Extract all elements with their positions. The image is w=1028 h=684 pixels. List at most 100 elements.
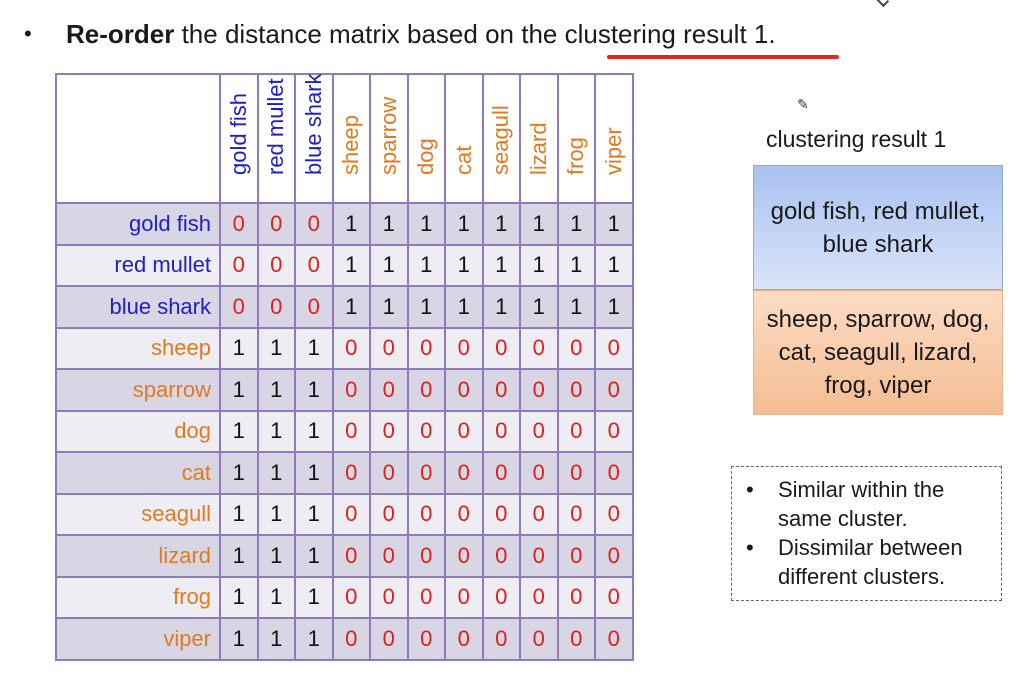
row-label: sheep [55,326,221,370]
matrix-cell: 1 [256,326,296,370]
matrix-cell: 0 [519,451,559,495]
matrix-cell: 1 [256,617,296,661]
column-header: viper [594,73,634,204]
matrix-cell: 1 [594,285,634,329]
matrix-cell: 0 [594,326,634,370]
note-item: • Similar within the same cluster. [746,475,995,533]
matrix-cell: 1 [331,202,371,246]
matrix-cell: 0 [556,409,596,453]
matrix-cell: 0 [331,575,371,619]
matrix-cell: 1 [294,326,334,370]
matrix-cell: 0 [519,326,559,370]
matrix-cell: 0 [406,575,446,619]
matrix-cell: 0 [481,534,521,578]
matrix-cell: 0 [444,575,484,619]
matrix-cell: 1 [406,243,446,287]
matrix-cell: 0 [331,368,371,412]
matrix-cell: 0 [556,368,596,412]
column-label: cat [450,145,476,175]
matrix-cell: 0 [256,243,296,287]
pencil-icon: ✎ [797,96,809,112]
matrix-cell: 0 [556,451,596,495]
column-header: gold fish [219,73,259,204]
matrix-cell: 1 [481,243,521,287]
matrix-cell: 1 [331,285,371,329]
row-label: sparrow [55,368,221,412]
column-header: seagull [481,73,521,204]
matrix-cell: 1 [406,202,446,246]
column-label: seagull [488,105,514,175]
row-label: dog [55,409,221,453]
matrix-cell: 0 [444,368,484,412]
column-label: sheep [338,115,364,175]
matrix-cell: 1 [219,368,259,412]
matrix-cell: 1 [219,492,259,536]
matrix-cell: 0 [556,575,596,619]
clustering-title: clustering result 1 [766,126,947,152]
matrix-cell: 1 [256,409,296,453]
row-label: red mullet [55,243,221,287]
column-label: lizard [525,122,551,175]
matrix-cell: 0 [294,243,334,287]
heading-period: . [768,19,776,49]
column-label: red mullet [263,78,289,175]
heading-text: Re-order the distance matrix based on th… [66,16,776,52]
cluster-2-box: sheep, sparrow, dog, cat, seagull, lizar… [753,290,1003,415]
matrix-cell: 0 [481,409,521,453]
row-label: gold fish [55,202,221,246]
matrix-cell: 0 [594,575,634,619]
matrix-cell: 1 [481,202,521,246]
column-header: sheep [331,73,371,204]
note-text: Similar within the same cluster. [778,477,945,531]
matrix-cell: 1 [219,326,259,370]
matrix-cell: 0 [444,492,484,536]
note-bullet: • [746,535,754,560]
matrix-cell: 0 [519,409,559,453]
matrix-cell: 0 [594,492,634,536]
matrix-cell: 0 [519,617,559,661]
column-header: cat [444,73,484,204]
matrix-cell: 0 [406,534,446,578]
column-header: lizard [519,73,559,204]
matrix-cell: 0 [331,492,371,536]
matrix-cell: 1 [256,451,296,495]
checkmark-icon [874,0,890,8]
matrix-cell: 0 [594,409,634,453]
matrix-cell: 1 [556,202,596,246]
heading-bold: Re-order [66,19,175,49]
matrix-cell: 0 [256,285,296,329]
matrix-cell: 0 [331,409,371,453]
matrix-cell: 0 [481,492,521,536]
matrix-cell: 0 [331,534,371,578]
matrix-cell: 1 [294,617,334,661]
matrix-cell: 1 [481,285,521,329]
matrix-cell: 0 [519,492,559,536]
heading-bullet: • [24,21,32,46]
matrix-cell: 1 [256,368,296,412]
matrix-cell: 1 [294,451,334,495]
matrix-cell: 1 [369,202,409,246]
matrix-cell: 0 [444,617,484,661]
row-label: frog [55,575,221,619]
matrix-cell: 0 [219,285,259,329]
column-label: viper [600,127,626,175]
matrix-cell: 0 [481,368,521,412]
matrix-cell: 0 [331,451,371,495]
matrix-cell: 0 [444,409,484,453]
row-label: cat [55,451,221,495]
matrix-cell: 1 [219,575,259,619]
matrix-cell: 0 [556,492,596,536]
matrix-cell: 1 [256,492,296,536]
matrix-cell: 0 [444,534,484,578]
matrix-cell: 0 [519,575,559,619]
row-label: viper [55,617,221,661]
